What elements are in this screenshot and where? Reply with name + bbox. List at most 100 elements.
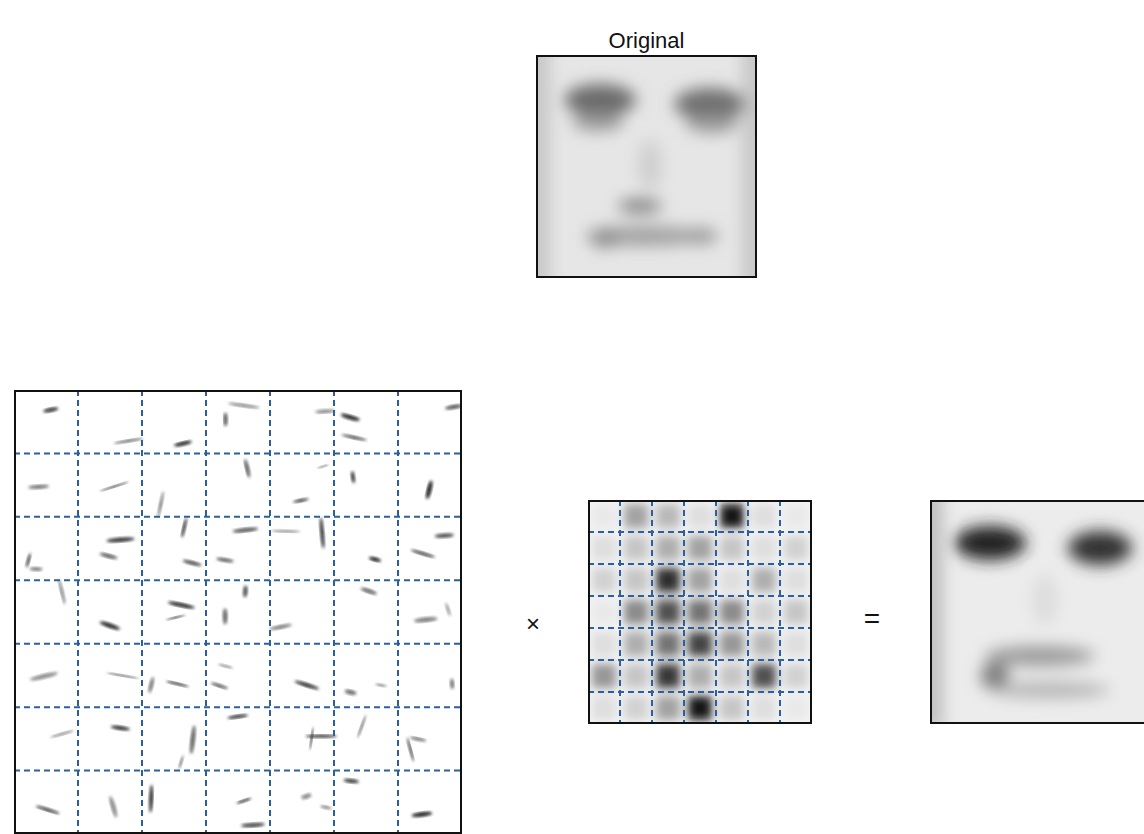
- basis-feature: [166, 614, 186, 621]
- basis-feature: [435, 533, 455, 539]
- basis-feature: [157, 491, 165, 518]
- basis-feature: [174, 439, 193, 447]
- operator-symbol: ×: [526, 610, 540, 638]
- coefficient-cell: [752, 664, 776, 688]
- coefficient-cell: [720, 664, 744, 688]
- basis-feature: [320, 804, 332, 810]
- coefficient-cell: [784, 568, 808, 592]
- coefficient-cell: [752, 568, 776, 592]
- grid-line: [588, 531, 812, 533]
- basis-feature: [236, 797, 251, 804]
- grid-line: [14, 706, 462, 708]
- grid-line: [747, 500, 749, 724]
- basis-feature: [182, 559, 201, 567]
- coefficient-cell: [624, 696, 648, 720]
- basis-feature: [356, 714, 367, 738]
- face-image: [536, 55, 756, 277]
- basis-feature: [29, 671, 58, 682]
- coefficient-cell: [656, 664, 680, 688]
- basis-feature: [294, 679, 320, 691]
- coefficient-cell: [688, 632, 712, 656]
- basis-images: [14, 390, 462, 834]
- coefficient-cell: [592, 504, 616, 528]
- basis-feature: [99, 620, 121, 632]
- coefficient-cell: [624, 600, 648, 624]
- basis-feature: [50, 729, 74, 739]
- coefficient-cell: [624, 536, 648, 560]
- basis-feature: [28, 484, 50, 489]
- basis-feature: [218, 663, 233, 669]
- basis-feature: [166, 680, 190, 688]
- panel-title: Original: [538, 28, 755, 54]
- basis-feature: [375, 683, 386, 687]
- coefficient-cell: [688, 696, 712, 720]
- coefficient-cell: [688, 504, 712, 528]
- basis-feature: [100, 481, 129, 492]
- basis-feature: [25, 553, 32, 568]
- basis-feature: [223, 608, 228, 624]
- grid-line: [14, 770, 462, 772]
- coefficient-map: [588, 500, 812, 724]
- grid-line: [14, 579, 462, 581]
- reconstructed-face: [930, 500, 1144, 724]
- grid-line: [588, 563, 812, 565]
- coefficient-cell: [752, 504, 776, 528]
- basis-feature: [269, 623, 292, 631]
- coefficient-cell: [688, 568, 712, 592]
- coefficient-cell: [784, 696, 808, 720]
- grid-line: [619, 500, 621, 724]
- grid-line: [205, 390, 207, 834]
- basis-feature: [450, 679, 455, 690]
- basis-feature: [30, 567, 43, 571]
- grid-line: [397, 390, 399, 834]
- coefficient-cell: [784, 536, 808, 560]
- coefficient-cell: [624, 664, 648, 688]
- basis-feature: [241, 822, 265, 828]
- coefficient-cell: [656, 568, 680, 592]
- basis-feature: [317, 464, 328, 469]
- basis-feature: [147, 676, 155, 693]
- coefficient-cell: [592, 536, 616, 560]
- basis-feature: [43, 406, 59, 414]
- coefficient-cell: [720, 568, 744, 592]
- grid-line: [683, 500, 685, 724]
- basis-feature: [167, 600, 195, 610]
- grid-line: [588, 691, 812, 693]
- grid-line: [588, 627, 812, 629]
- basis-feature: [243, 458, 252, 478]
- basis-feature: [406, 737, 415, 762]
- basis-feature: [293, 498, 309, 504]
- basis-feature: [368, 556, 381, 563]
- grid-line: [14, 516, 462, 518]
- grid-line: [588, 595, 812, 597]
- basis-feature: [271, 530, 300, 533]
- grid-line: [715, 500, 717, 724]
- coefficient-frame: [589, 501, 811, 723]
- basis-feature: [210, 681, 228, 690]
- basis-feature: [227, 713, 249, 720]
- grid-line: [14, 452, 462, 454]
- coefficient-cell: [720, 632, 744, 656]
- coefficient-cell: [752, 536, 776, 560]
- basis-feature: [340, 412, 360, 422]
- coefficient-cell: [592, 568, 616, 592]
- coefficient-cell: [784, 664, 808, 688]
- coefficient-cell: [720, 600, 744, 624]
- basis-feature: [410, 736, 427, 743]
- coefficient-cell: [752, 696, 776, 720]
- basis-feature: [114, 437, 144, 444]
- coefficient-cell: [688, 664, 712, 688]
- basis-feature: [410, 548, 435, 559]
- basis-feature: [178, 755, 184, 769]
- basis-feature: [243, 585, 248, 597]
- basis-feature: [149, 785, 154, 813]
- basis-feature: [350, 471, 355, 483]
- coefficient-cell: [592, 632, 616, 656]
- basis-feature: [425, 480, 434, 500]
- grid-line: [269, 390, 271, 834]
- basis-feature: [341, 433, 367, 441]
- basis-feature: [189, 725, 197, 754]
- coefficient-cell: [592, 696, 616, 720]
- coefficient-cell: [720, 504, 744, 528]
